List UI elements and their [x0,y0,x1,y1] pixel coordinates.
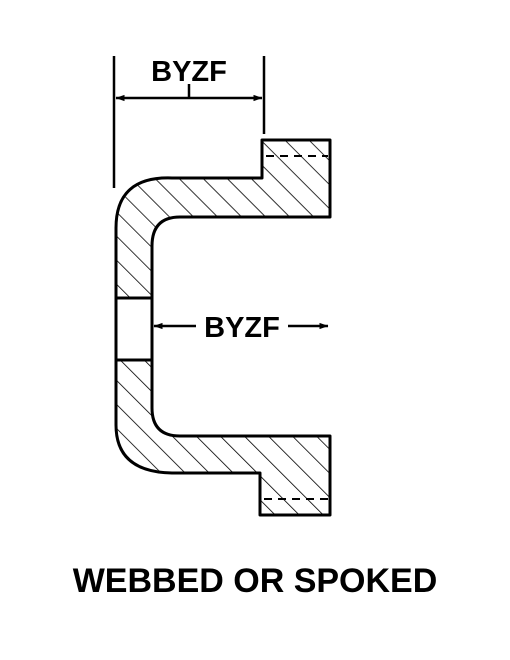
top-dimension-label: BYZF [151,56,227,88]
lower-wall-section [114,358,332,517]
diagram-caption: WEBBED OR SPOKED [73,562,438,600]
inner-dimension-label: BYZF [204,312,280,344]
spoke-opening [114,298,154,360]
upper-wall-section [114,138,332,300]
